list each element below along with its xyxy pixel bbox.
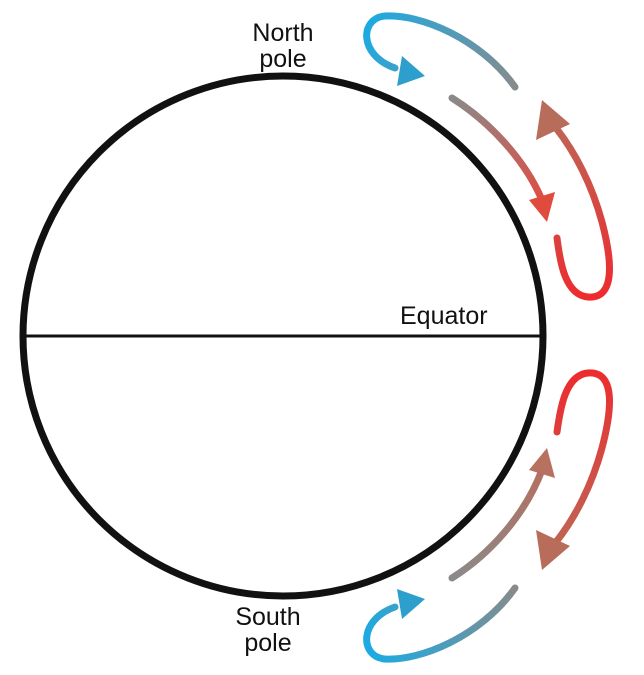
north-equatorial-loop bbox=[552, 124, 613, 301]
north-pole-label-line1: North bbox=[252, 19, 314, 47]
south-pole-label: South pole bbox=[213, 604, 323, 656]
south-outer-arrowhead bbox=[536, 530, 570, 570]
south-inner-flow bbox=[448, 466, 546, 582]
north-polar-arrowhead bbox=[397, 56, 425, 86]
earth-circle bbox=[19, 72, 547, 600]
south-polar-arrowhead bbox=[397, 589, 425, 619]
north-pole-label: North pole bbox=[228, 20, 338, 72]
south-pole-label-line2: pole bbox=[244, 629, 292, 657]
north-inner-arrowhead bbox=[529, 192, 555, 222]
north-circulation-cell bbox=[363, 12, 613, 301]
south-inner-arrowhead bbox=[529, 448, 555, 478]
south-pole-label-line1: South bbox=[235, 603, 301, 631]
equator-label: Equator bbox=[400, 302, 488, 330]
south-equatorial-loop bbox=[552, 369, 613, 546]
north-pole-label-line2: pole bbox=[259, 45, 307, 73]
north-outer-arrowhead bbox=[536, 100, 570, 140]
north-inner-flow bbox=[448, 94, 546, 204]
south-circulation-cell bbox=[363, 369, 613, 663]
north-polar-loop bbox=[363, 12, 519, 91]
south-polar-loop bbox=[363, 584, 519, 663]
